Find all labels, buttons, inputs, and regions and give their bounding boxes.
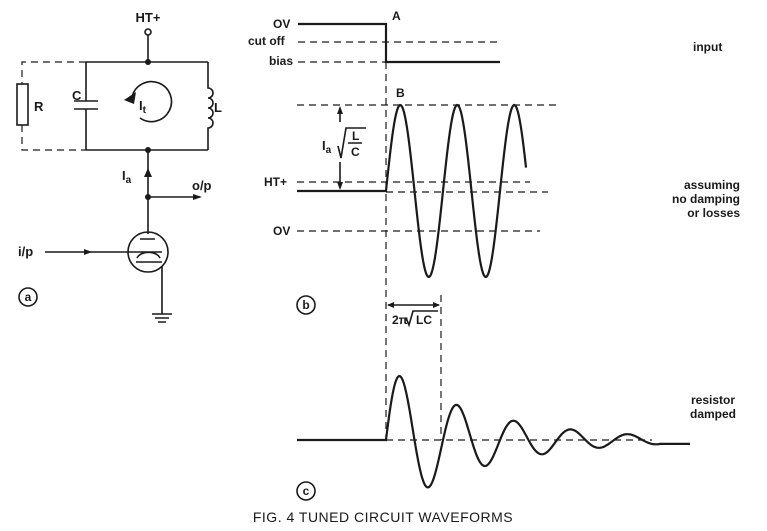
ht-label: HT+ (136, 10, 161, 25)
anode-current-label: Ia (122, 168, 132, 186)
inductor-symbol (207, 62, 214, 150)
panel-marker-b (296, 295, 316, 315)
amplitude-label: Ia (322, 138, 332, 156)
damped-waveform-panel: resistor damped c (296, 374, 736, 501)
period-sqrt-sign (405, 310, 438, 328)
capacitor-symbol (74, 62, 98, 150)
fraction-denominator: C (351, 145, 360, 159)
tank-current-label: It (139, 98, 147, 116)
fraction-numerator: L (352, 129, 359, 143)
note-line-3: or losses (687, 206, 740, 220)
current-arrow-icon (144, 168, 152, 177)
undamped-oscillation (297, 103, 528, 279)
note-line-2: no damping (672, 192, 740, 206)
arrowhead-icon (124, 92, 136, 104)
damped-oscillation (297, 374, 690, 489)
output-arrow-icon (193, 194, 202, 200)
capacitor-label: C (72, 88, 82, 103)
resistor-label: R (34, 99, 44, 114)
circulating-current-arrow (131, 80, 173, 123)
damped-note-1: resistor (691, 393, 735, 407)
output-label: o/p (192, 178, 212, 193)
note-line-1: assuming (684, 178, 740, 192)
input-step-waveform (298, 22, 500, 64)
panel-c-label: c (303, 484, 310, 498)
input-arrow-icon (84, 249, 92, 255)
point-a-label: A (392, 9, 401, 23)
circuit-diagram: HT+ C L R It Ia o/p i/p a (16, 10, 222, 323)
inductor-label: L (214, 100, 222, 115)
damped-note-2: damped (690, 407, 736, 421)
input-title: input (693, 40, 722, 54)
ov-label: OV (273, 17, 290, 31)
figure-caption: FIG. 4 TUNED CIRCUIT WAVEFORMS (253, 509, 513, 525)
sqrt-sign (337, 127, 366, 159)
ov-level-label: OV (273, 224, 290, 238)
resistor-dashed-wire (21, 61, 86, 151)
ht-level-label: HT+ (264, 175, 287, 189)
input-label: i/p (18, 244, 33, 259)
point-b-label: B (396, 86, 405, 100)
period-radicand: LC (416, 313, 432, 327)
panel-a-label: a (25, 290, 32, 304)
valve-electrodes (136, 238, 162, 263)
resistor-symbol (16, 83, 29, 126)
bias-label: bias (269, 54, 293, 68)
ht-terminal (144, 28, 152, 36)
cutoff-label: cut off (248, 34, 286, 48)
ground-icon (152, 266, 172, 323)
panel-marker-a (18, 287, 38, 307)
period-prefix: 2π (392, 313, 408, 327)
panel-marker-c (296, 481, 316, 501)
input-waveform-panel: OV cut off bias A input (248, 9, 722, 440)
panel-b-label: b (302, 298, 309, 312)
undamped-waveform-panel: B Ia L C HT+ OV 2π LC assuming no dampin… (264, 86, 740, 440)
